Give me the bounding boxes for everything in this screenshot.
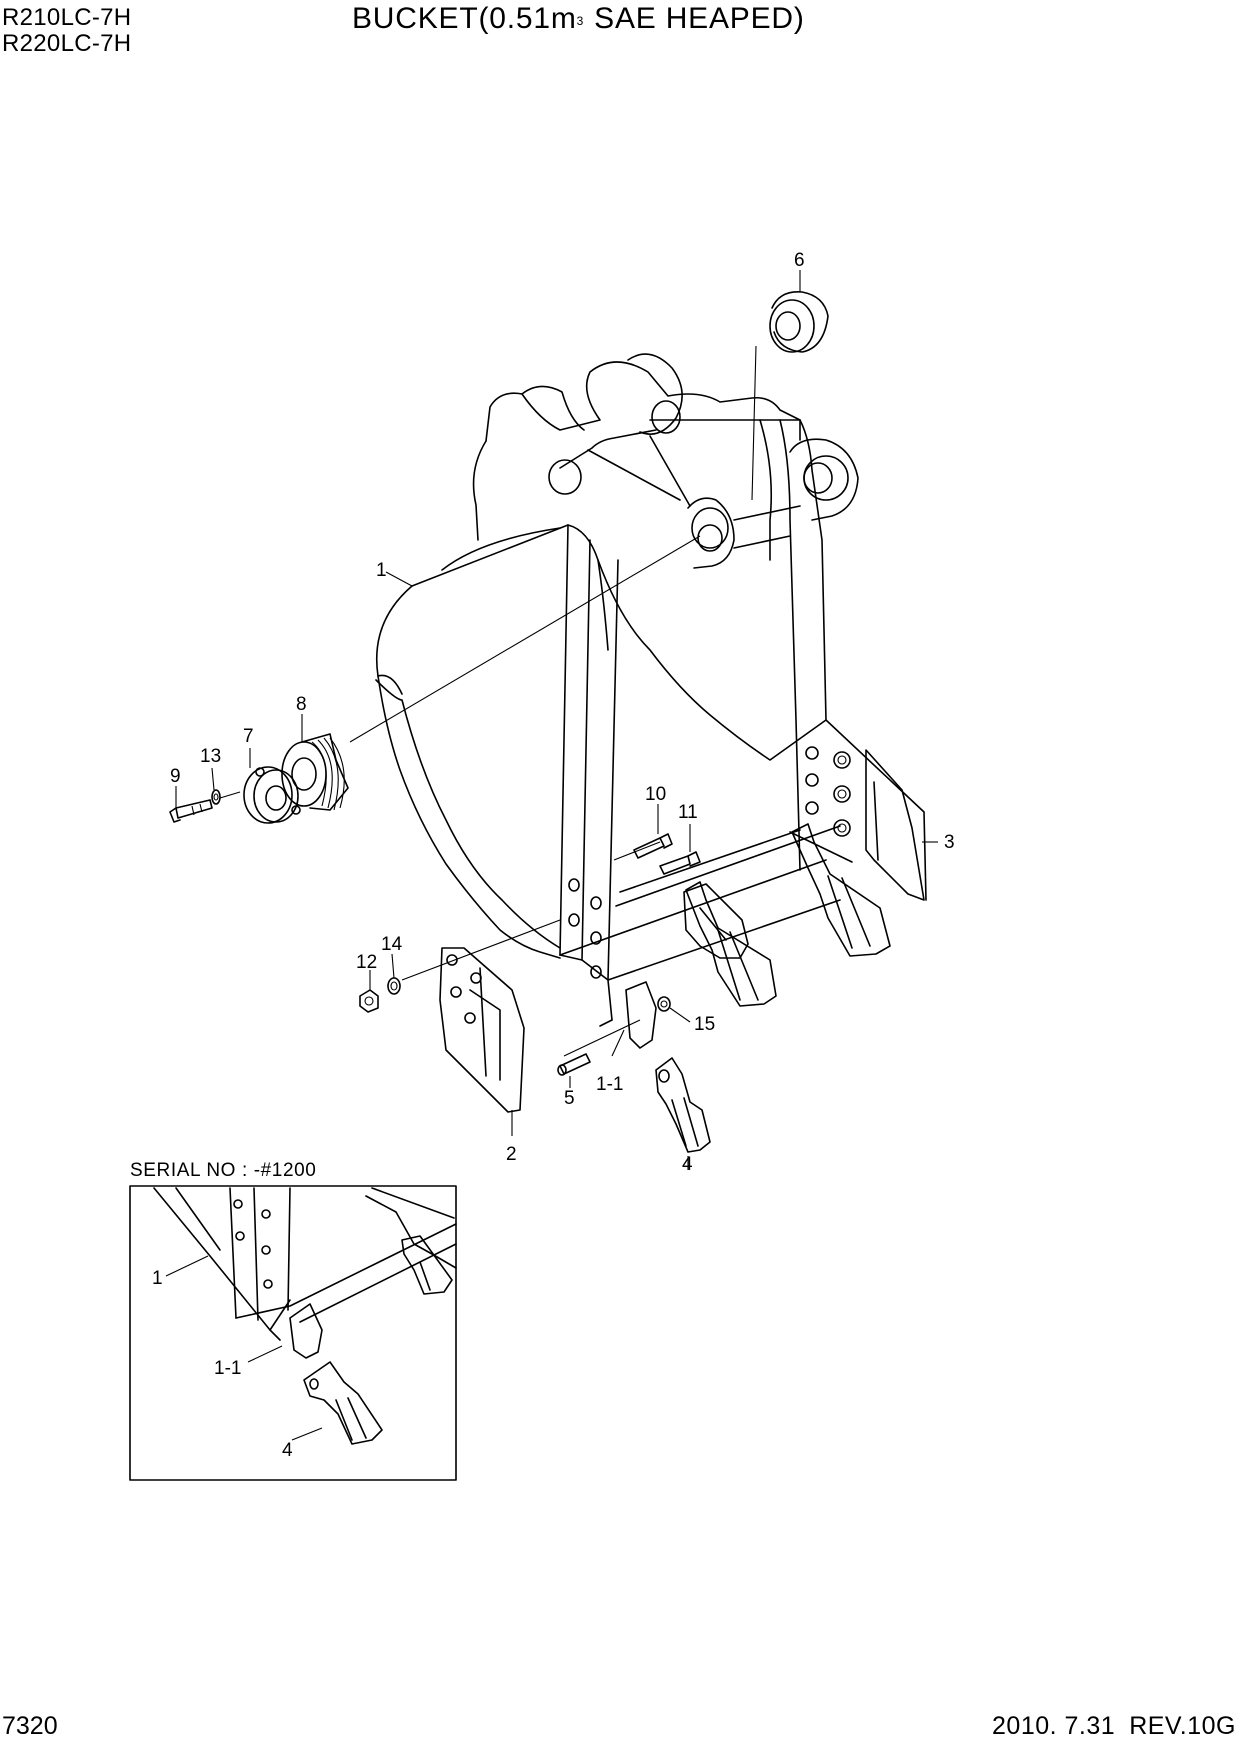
callouts: 1 2 3 4 5 6 7 8 9 10 11 12 13 14 15 1-1 xyxy=(170,250,955,1175)
callout-12: 12 xyxy=(356,952,377,973)
plate-7 xyxy=(243,766,301,824)
callout-15: 15 xyxy=(694,1014,715,1035)
page-title: BUCKET(0.51m3 SAE HEAPED) xyxy=(352,2,805,36)
washer-13 xyxy=(211,789,221,805)
bushing-6 xyxy=(769,291,829,353)
callout-4: 4 xyxy=(682,1154,693,1175)
model-label-2: R220LC-7H xyxy=(2,30,132,57)
title-prefix: BUCKET(0.51m xyxy=(352,2,577,35)
title-suffix: SAE HEAPED) xyxy=(594,2,805,35)
callout-5: 5 xyxy=(564,1088,575,1109)
inset-serial-view: SERIAL NO : -#1200 1 1-1 4 xyxy=(129,1160,457,1481)
tooth-4 xyxy=(655,1057,711,1153)
callout-2: 2 xyxy=(506,1144,517,1165)
page-number: 7320 xyxy=(2,1712,58,1740)
model-label-1: R210LC-7H xyxy=(2,4,132,31)
bucket-body xyxy=(375,353,927,1027)
inset-callout-1-1: 1-1 xyxy=(214,1358,241,1379)
hardware-bolt-9 xyxy=(169,799,213,823)
callout-1: 1 xyxy=(376,560,387,581)
callout-10: 10 xyxy=(645,784,666,805)
title-superscript: 3 xyxy=(576,14,585,28)
nut-12 xyxy=(359,989,379,1013)
revision-info: 2010. 7.31 REV.10G xyxy=(978,1712,1236,1741)
inset-label: SERIAL NO : -#1200 xyxy=(130,1160,316,1181)
inset-callout-4: 4 xyxy=(282,1440,293,1461)
centre-lines xyxy=(219,345,757,1057)
callout-14: 14 xyxy=(381,934,403,955)
callout-13: 13 xyxy=(200,746,221,767)
callout-3: 3 xyxy=(944,832,955,853)
shim-8 xyxy=(281,733,349,811)
revision-code: REV.10G xyxy=(1129,1712,1236,1740)
pin-5 xyxy=(557,1053,591,1076)
washer-15 xyxy=(657,996,671,1012)
callout-1-1: 1-1 xyxy=(596,1074,623,1095)
washer-14 xyxy=(387,977,401,995)
side-cutter-right xyxy=(865,749,925,901)
callout-8: 8 xyxy=(296,694,307,715)
callout-6: 6 xyxy=(794,250,805,271)
inset-callout-1: 1 xyxy=(152,1268,163,1289)
side-cutter-nuts xyxy=(805,746,851,837)
hardware-bolts-10-11 xyxy=(633,833,701,875)
side-cutter-left xyxy=(439,947,525,1113)
callout-11: 11 xyxy=(678,802,698,823)
callout-9: 9 xyxy=(170,766,181,787)
revision-date: 2010. 7.31 xyxy=(992,1712,1116,1740)
tooth-adapters xyxy=(625,823,891,1049)
callout-7: 7 xyxy=(243,726,254,747)
inset-frame xyxy=(129,1185,457,1481)
